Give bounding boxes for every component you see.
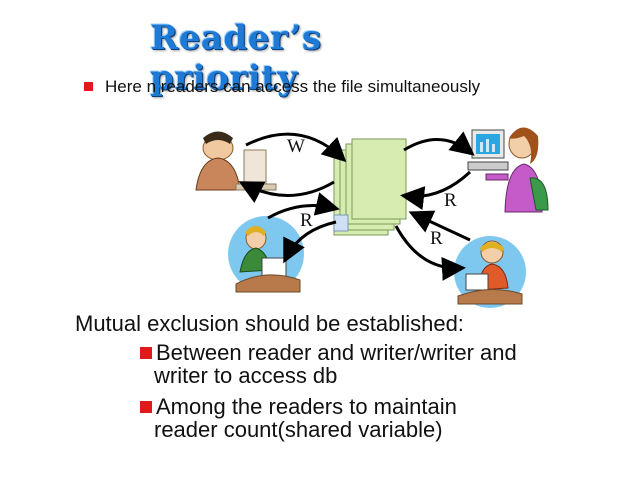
sub-bullet-line1: Between reader and writer/writer and [156,340,517,365]
bullet-square-icon [140,347,152,359]
sub-bullet-line2: writer to access db [154,363,338,388]
sub-bullet-readers-count: Among the readers to maintain reader cou… [140,395,457,441]
slide-title: Reader’s priority [150,18,322,98]
file-to-writer-arrow [238,180,335,203]
mutex-heading: Mutual exclusion should be established: [75,311,464,336]
reader-top-to-file-arrow [400,170,472,211]
reader-label-left: R [300,210,313,231]
sub-bullet-reader-writer: Between reader and writer/writer and wri… [140,341,517,387]
reader-left-circle-icon [228,216,304,293]
reader-right-circle-icon [454,236,526,308]
reader-label-right-bottom: R [430,228,443,249]
bullet-square-icon [140,401,152,413]
sub-bullet-line2: reader count(shared variable) [154,417,443,442]
bullet-text: Here n readers can access the file simul… [105,77,481,96]
writer-label: W [287,136,305,157]
reader-label-right-top: R [444,190,457,211]
bullet-square-icon [84,82,93,91]
reader-right-to-file-arrow [408,210,471,242]
sub-bullet-line1: Among the readers to maintain [156,394,457,419]
shared-file-icon [333,138,407,236]
file-to-reader-top-arrow [403,131,475,156]
bullet-readers-simultaneous: Here n readers can access the file simul… [84,77,480,97]
readers-writer-diagram: W R R R [195,127,549,308]
file-to-reader-left-arrow [283,220,337,264]
reader-left-to-file-arrow [267,192,340,220]
file-to-reader-right-arrow [394,225,466,281]
writer-person-icon [195,131,277,191]
reader-computer-icon [467,127,549,213]
writer-to-file-arrow [245,132,347,163]
